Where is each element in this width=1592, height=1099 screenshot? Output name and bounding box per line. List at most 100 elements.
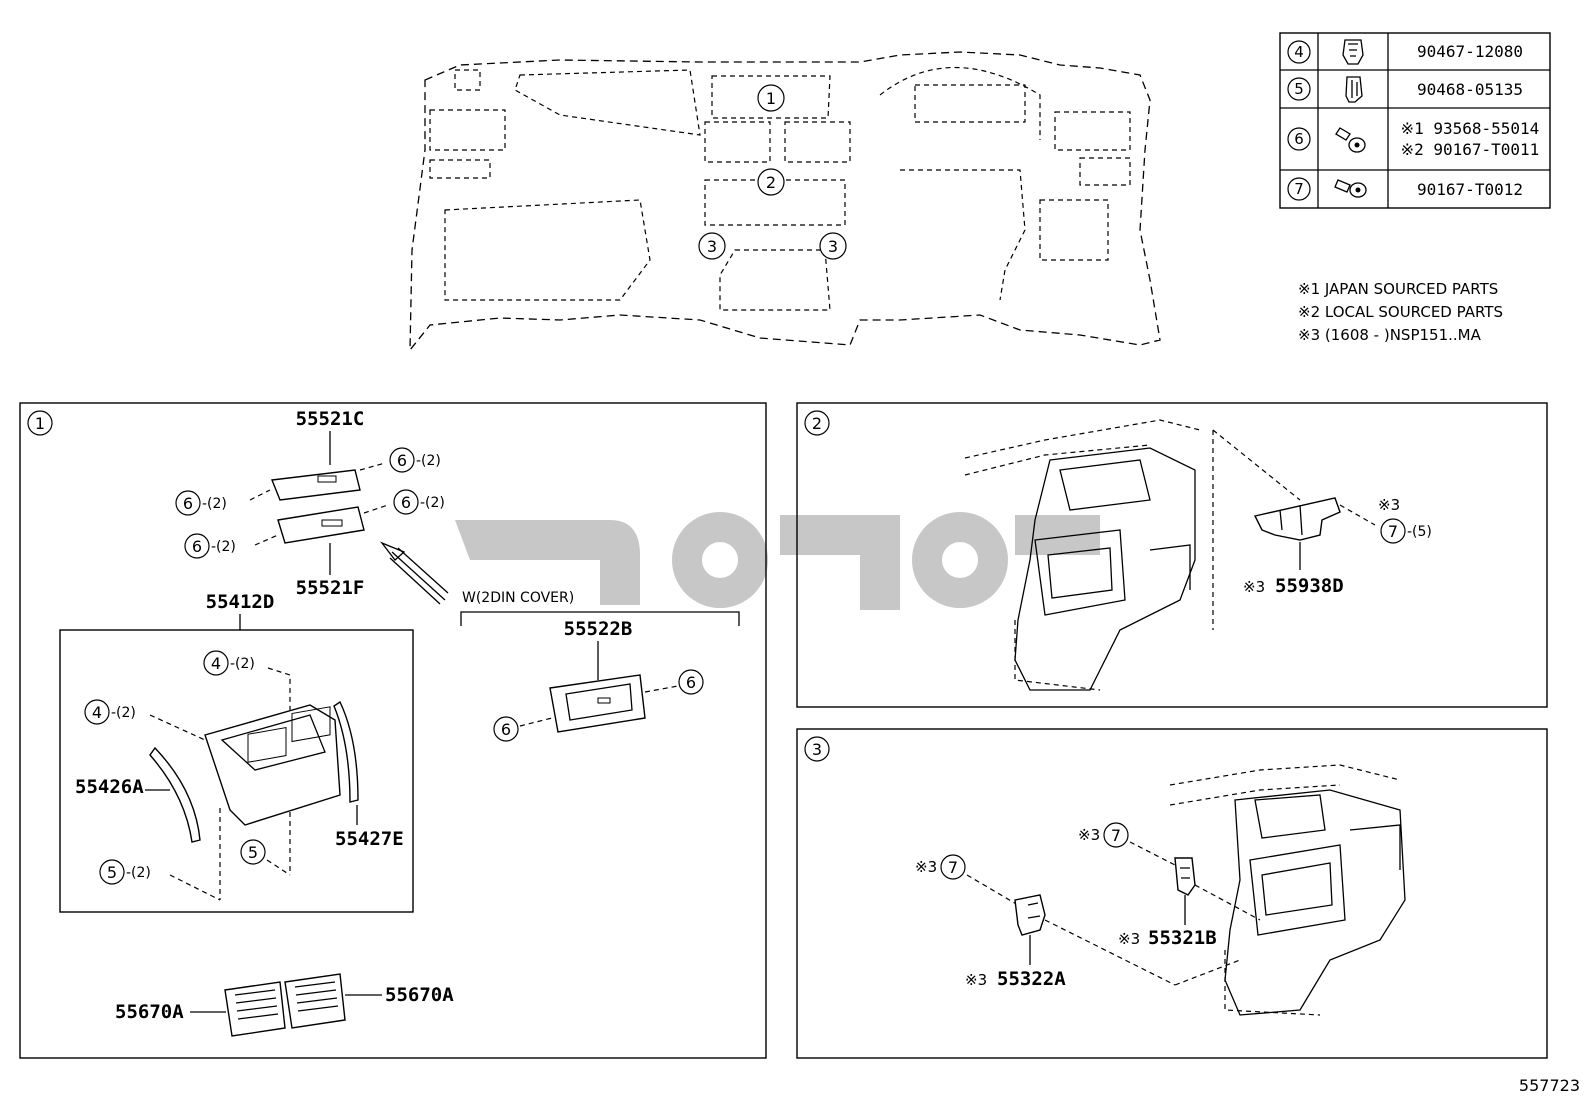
svg-text:5: 5 [107, 863, 117, 882]
part-55321B-bracket [1174, 857, 1196, 896]
svg-text:-(2): -(2) [230, 656, 255, 672]
note-production-range: ※3 (1608 - )NSP151..MA [1298, 326, 1482, 344]
svg-text:7: 7 [948, 858, 958, 877]
label-55670A-left: 55670A [115, 1001, 184, 1023]
part-55426A-trim [149, 746, 201, 843]
part-55412D-bezel [204, 704, 341, 826]
svg-text:90167-T0012: 90167-T0012 [1417, 180, 1523, 199]
svg-text:1: 1 [766, 89, 776, 108]
svg-text:5: 5 [1294, 80, 1304, 98]
legend-row-5: 5 90468-05135 [1287, 76, 1523, 103]
ref-5-mid: 5 [240, 812, 291, 876]
svg-text:※3: ※3 [1078, 826, 1100, 844]
svg-text:2: 2 [766, 173, 776, 192]
fastener-legend-table: 4 90467-12080 5 90468-05135 6 [1279, 32, 1551, 209]
svg-text:-(2): -(2) [211, 539, 236, 555]
svg-text:7: 7 [1111, 826, 1121, 845]
svg-text:-(2): -(2) [202, 496, 227, 512]
svg-text:4: 4 [1294, 43, 1304, 61]
sourcing-notes: ※1 JAPAN SOURCED PARTS ※2 LOCAL SOURCED … [1298, 280, 1503, 344]
svg-text:4: 4 [92, 703, 102, 722]
svg-text:-(5): -(5) [1407, 524, 1432, 540]
ref-4-top: 4 -(2) [203, 650, 291, 710]
svg-text:6: 6 [686, 673, 696, 692]
overview-callout-3b: 3 [819, 232, 847, 260]
svg-text:-(2): -(2) [420, 495, 445, 511]
legend-row-4: 4 90467-12080 [1287, 39, 1523, 65]
ref-7-upper: ※3 7 [1078, 822, 1176, 866]
panel-2: 2 ※3 7 -(5) ※3 55938D [796, 402, 1548, 708]
label-55521F: 55521F [296, 577, 365, 599]
legend-row-6: 6 ※1 93568-55014 ※2 90167-T0011 [1287, 119, 1540, 159]
svg-text:※1 93568-55014: ※1 93568-55014 [1401, 119, 1540, 138]
svg-text:-(2): -(2) [126, 865, 151, 881]
dashboard-overview [409, 51, 1161, 352]
diagram-id: 557723 [1519, 1076, 1580, 1095]
screw-icon [1334, 179, 1367, 198]
clip-icon [1342, 39, 1364, 65]
overview-callout-3a: 3 [698, 232, 726, 260]
part-55521F-cover [277, 506, 365, 544]
ref-5-left: 5 -(2) [99, 808, 221, 901]
watermark-logo [455, 512, 1100, 610]
part-55322A-bracket [1014, 894, 1046, 936]
screw-icon [1335, 127, 1366, 153]
svg-text:6: 6 [501, 720, 511, 739]
svg-text:2: 2 [812, 414, 822, 433]
svg-text:7: 7 [1388, 522, 1398, 541]
part-55427E-trim [333, 700, 359, 803]
variant-label: W(2DIN COVER) [462, 590, 574, 606]
ref-4-left: 4 -(2) [84, 699, 206, 741]
part-55670A-vent-right [284, 973, 346, 1029]
svg-text:※3: ※3 [965, 971, 987, 989]
overview-callout-2: 2 [757, 168, 785, 196]
label-55522B: 55522B [564, 618, 633, 640]
label-55412D: 55412D [206, 591, 275, 613]
label-55426A: 55426A [75, 776, 144, 798]
svg-text:4: 4 [211, 654, 221, 673]
panel-1: 1 55521C 6 -(2) 6 -(2) 6 -(2) 6 -(2) 555… [19, 402, 767, 1059]
svg-text:6: 6 [192, 537, 202, 556]
part-55938D-bracket [1253, 497, 1341, 541]
overview-callout-1: 1 [757, 84, 785, 112]
svg-text:-(2): -(2) [416, 453, 441, 469]
svg-text:3: 3 [812, 740, 822, 759]
legend-row-7: 7 90167-T0012 [1287, 177, 1523, 201]
svg-text:7: 7 [1294, 180, 1304, 198]
svg-text:1: 1 [35, 414, 45, 433]
label-55321B: 55321B [1148, 927, 1217, 949]
mark-3: ※3 [1378, 496, 1400, 514]
svg-text:6: 6 [401, 493, 411, 512]
svg-text:※2 90167-T0011: ※2 90167-T0011 [1401, 140, 1540, 159]
svg-text:※3: ※3 [1118, 930, 1140, 948]
svg-text:3: 3 [828, 237, 838, 256]
dashboard-frame-sketch [964, 419, 1201, 691]
svg-text:6: 6 [397, 451, 407, 470]
label-55521C: 55521C [296, 408, 365, 430]
label-55670A-right: 55670A [385, 984, 454, 1006]
direction-arrow [380, 541, 449, 605]
svg-text:※3: ※3 [915, 858, 937, 876]
svg-text:6: 6 [1294, 130, 1304, 148]
panel-3: 3 ※3 7 ※3 55321B ※3 [796, 728, 1548, 1059]
clip-icon [1345, 76, 1363, 103]
label-55938D: 55938D [1275, 575, 1344, 597]
svg-text:※3: ※3 [1243, 578, 1265, 596]
note-local-sourced: ※2 LOCAL SOURCED PARTS [1298, 303, 1503, 321]
svg-text:90468-05135: 90468-05135 [1417, 80, 1523, 99]
part-55522B-cover [549, 674, 646, 733]
svg-text:90467-12080: 90467-12080 [1417, 42, 1523, 61]
label-55322A: 55322A [997, 968, 1066, 990]
note-japan-sourced: ※1 JAPAN SOURCED PARTS [1298, 280, 1498, 298]
part-55521C-cover [271, 469, 361, 501]
svg-text:-(2): -(2) [111, 705, 136, 721]
svg-text:6: 6 [183, 494, 193, 513]
svg-text:3: 3 [707, 237, 717, 256]
dashboard-frame-sketch-3 [1169, 764, 1406, 1016]
assembly-55412D-box [59, 629, 414, 913]
label-55427E: 55427E [335, 828, 404, 850]
part-55670A-vent-left [224, 981, 286, 1037]
ref-7-lower: ※3 7 [915, 854, 1019, 906]
svg-text:5: 5 [248, 843, 258, 862]
